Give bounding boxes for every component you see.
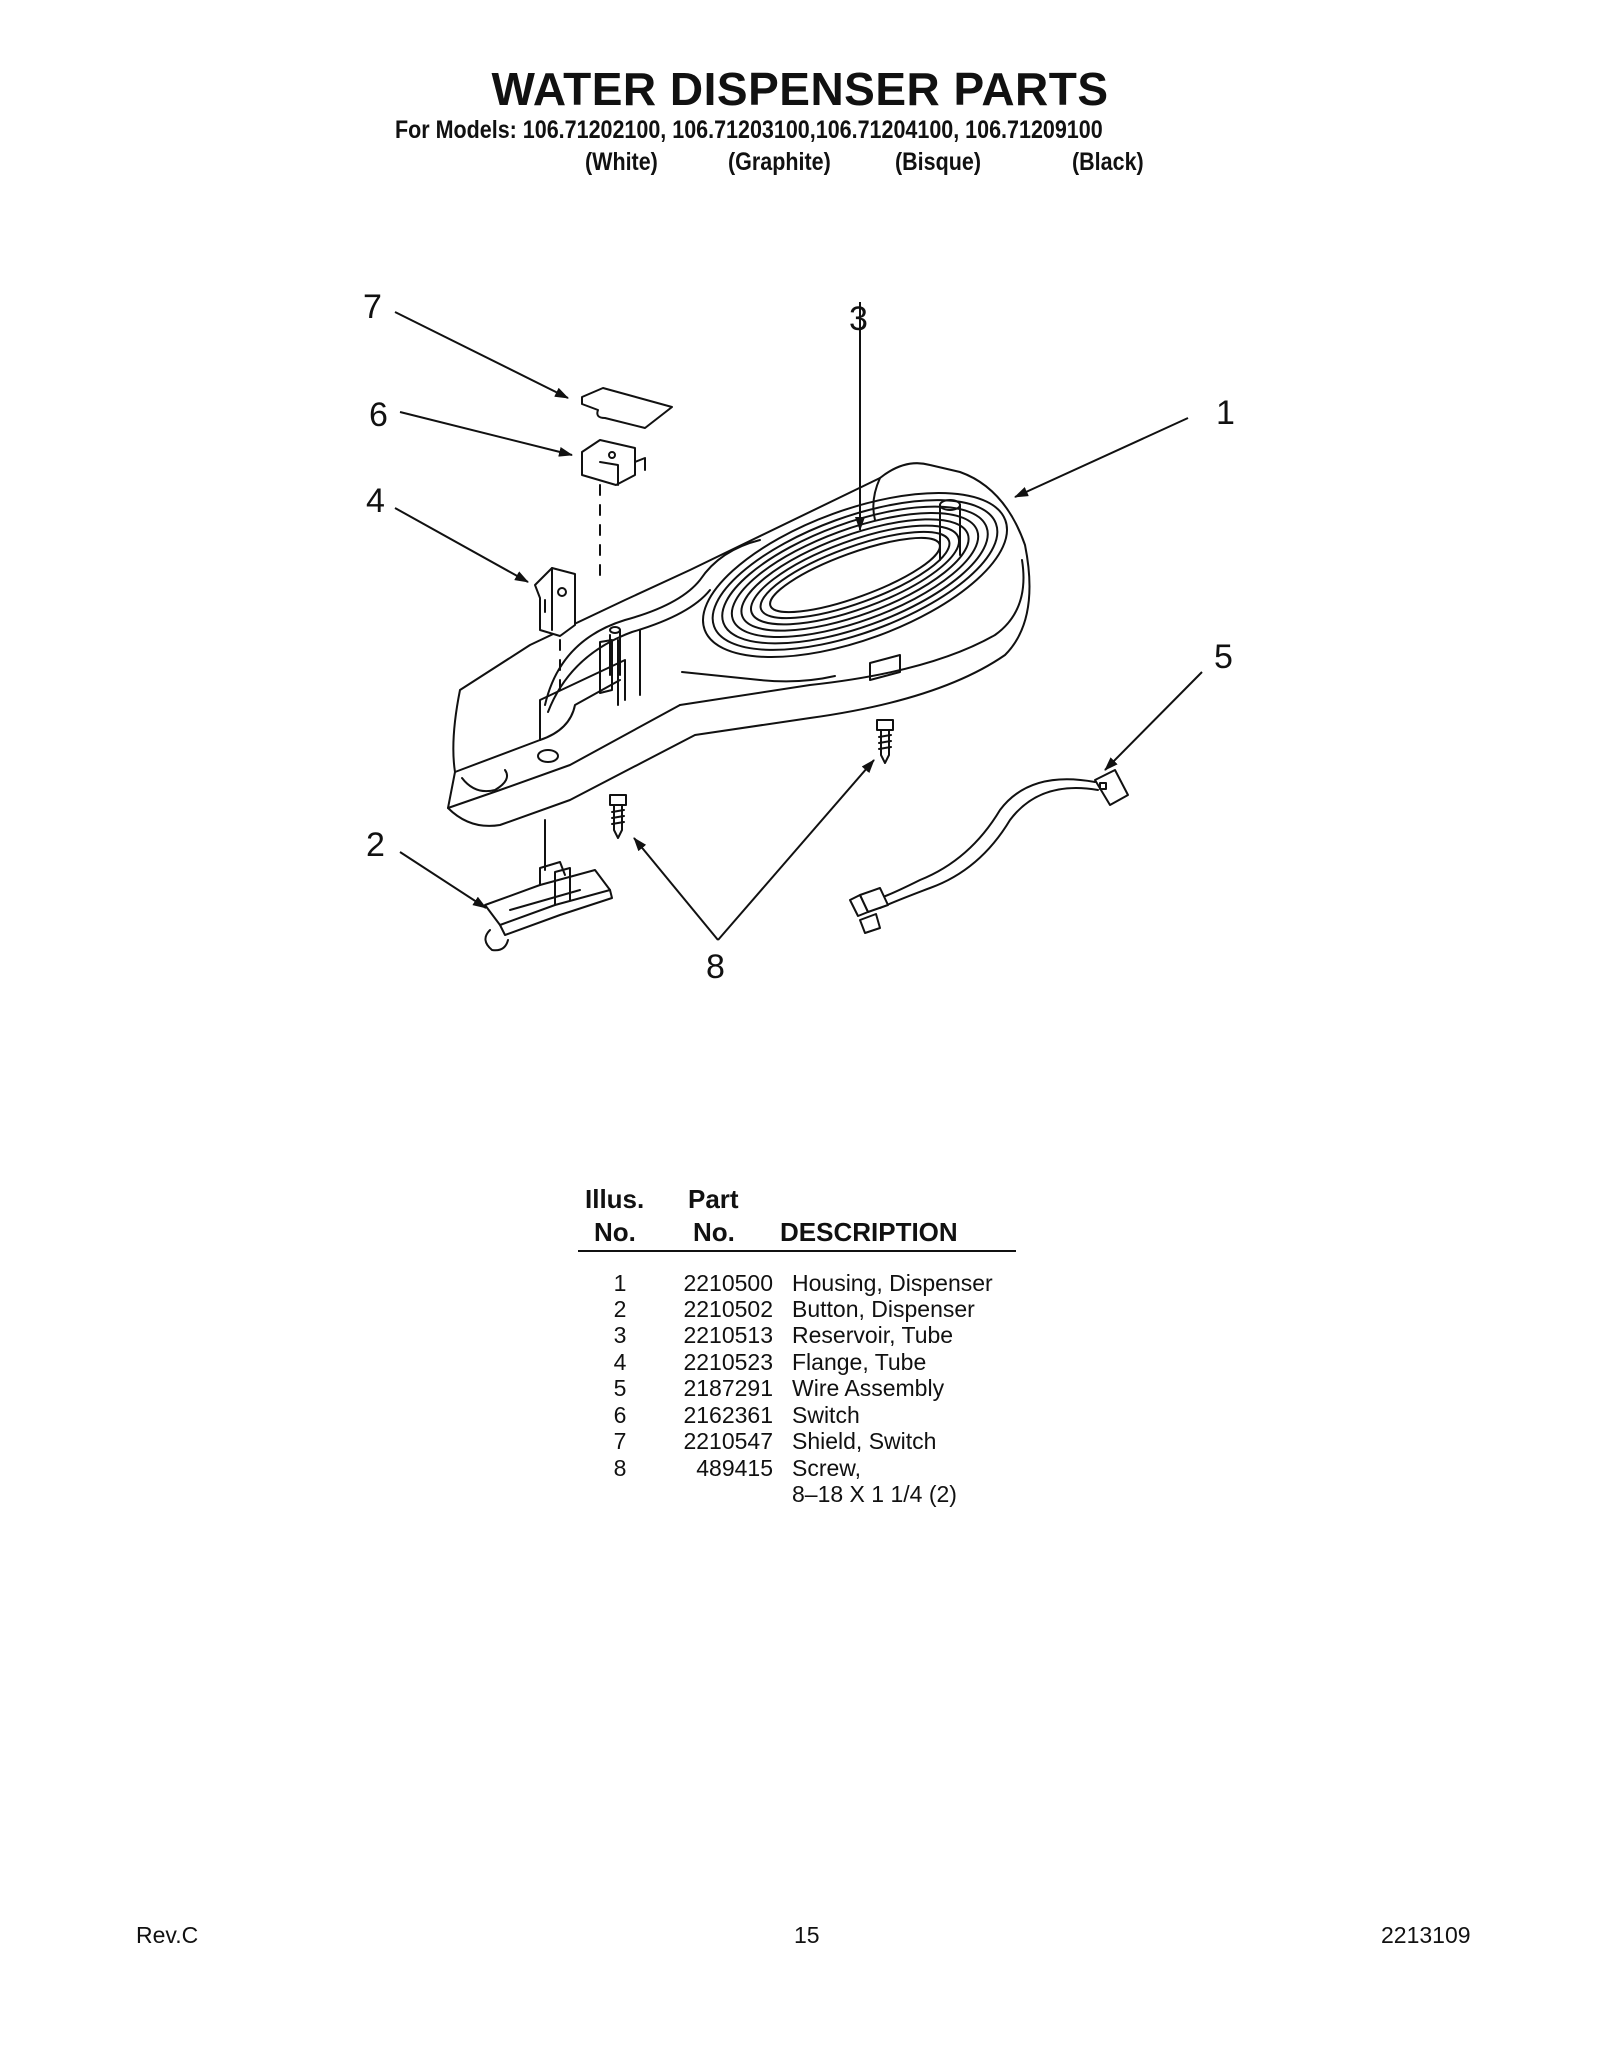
part-description: Housing, Dispenser: [792, 1270, 993, 1296]
part-description: Screw,: [792, 1455, 862, 1481]
button-dispenser-part: [484, 819, 613, 952]
part-no: 2210513: [683, 1322, 773, 1348]
part-description: Flange, Tube: [792, 1349, 927, 1375]
part-description: Button, Dispenser: [792, 1296, 975, 1322]
callout-4: 4: [366, 482, 385, 520]
illus-no: 3: [613, 1322, 627, 1348]
leader-6: [399, 411, 573, 457]
callout-2: 2: [366, 826, 385, 864]
exploded-parts-diagram: [394, 302, 1203, 952]
callout-5: 5: [1214, 638, 1233, 676]
switch-part: [581, 439, 646, 486]
table-row: 7 2210547 Shield, Switch: [0, 1428, 1600, 1455]
callout-3: 3: [849, 300, 868, 338]
document-number: 2213109: [1381, 1922, 1471, 1948]
part-no: 2162361: [683, 1402, 773, 1428]
part-no: 2210500: [683, 1270, 773, 1296]
part-description: Shield, Switch: [792, 1428, 937, 1454]
callout-7: 7: [363, 288, 382, 326]
header-illus-bottom: No.: [594, 1217, 636, 1247]
part-no: 2210547: [683, 1428, 773, 1454]
table-row: 8 489415 Screw,: [0, 1455, 1600, 1482]
header-rule: [578, 1250, 1016, 1252]
header-description: DESCRIPTION: [780, 1217, 958, 1247]
revision-label: Rev.C: [136, 1922, 199, 1948]
table-row: 5 2187291 Wire Assembly: [0, 1375, 1600, 1402]
flange-tube-part: [534, 567, 576, 637]
part-description: 8–18 X 1 1/4 (2): [792, 1481, 957, 1507]
table-row: 6 2162361 Switch: [0, 1402, 1600, 1429]
part-description: Reservoir, Tube: [792, 1322, 954, 1348]
illus-no: 8: [613, 1455, 627, 1481]
color-bisque: (Bisque): [895, 148, 981, 176]
callout-1: 1: [1216, 394, 1235, 432]
leader-2: [399, 851, 487, 909]
leader-8b: [717, 759, 875, 941]
illus-no: 2: [613, 1296, 627, 1322]
page-title: WATER DISPENSER PARTS: [491, 63, 1109, 115]
illus-no: 4: [613, 1349, 627, 1375]
reservoir-tube-coils: [544, 491, 1008, 713]
callout-6: 6: [369, 396, 388, 434]
models-line: For Models: 106.71202100, 106.71203100,1…: [395, 116, 1103, 144]
table-row: 2 2210502 Button, Dispenser: [0, 1296, 1600, 1323]
header-part-top: Part: [688, 1184, 739, 1214]
wire-assembly-part: [849, 769, 1129, 934]
leader-8a: [633, 837, 719, 941]
part-no: 2210523: [683, 1349, 773, 1375]
illus-no: 5: [613, 1375, 627, 1401]
housing-dispenser-part: [447, 462, 1031, 827]
table-row: 3 2210513 Reservoir, Tube: [0, 1322, 1600, 1349]
shield-switch-part: [581, 387, 673, 429]
part-no: 2210502: [683, 1296, 773, 1322]
table-row: 4 2210523 Flange, Tube: [0, 1349, 1600, 1376]
callout-8: 8: [706, 948, 725, 986]
color-graphite: (Graphite): [728, 148, 831, 176]
illus-no: 7: [613, 1428, 627, 1454]
color-white: (White): [585, 148, 658, 176]
screw-right-part: [876, 719, 894, 764]
leader-4: [394, 507, 529, 583]
leader-1: [1014, 417, 1189, 498]
table-row: 1 2210500 Housing, Dispenser: [0, 1270, 1600, 1297]
page-number: 15: [794, 1922, 820, 1948]
illus-no: 6: [613, 1402, 627, 1428]
color-black: (Black): [1072, 148, 1144, 176]
illus-no: 1: [613, 1270, 627, 1296]
part-description: Wire Assembly: [792, 1375, 945, 1401]
header-part-bottom: No.: [693, 1217, 735, 1247]
part-no: 489415: [696, 1455, 773, 1481]
leader-7: [394, 311, 569, 399]
table-row: 8–18 X 1 1/4 (2): [0, 1481, 1600, 1508]
header-illus-top: Illus.: [585, 1184, 645, 1214]
part-description: Switch: [792, 1402, 860, 1428]
leader-5: [1104, 671, 1203, 771]
part-no: 2187291: [683, 1375, 773, 1401]
screw-left-part: [609, 794, 627, 839]
